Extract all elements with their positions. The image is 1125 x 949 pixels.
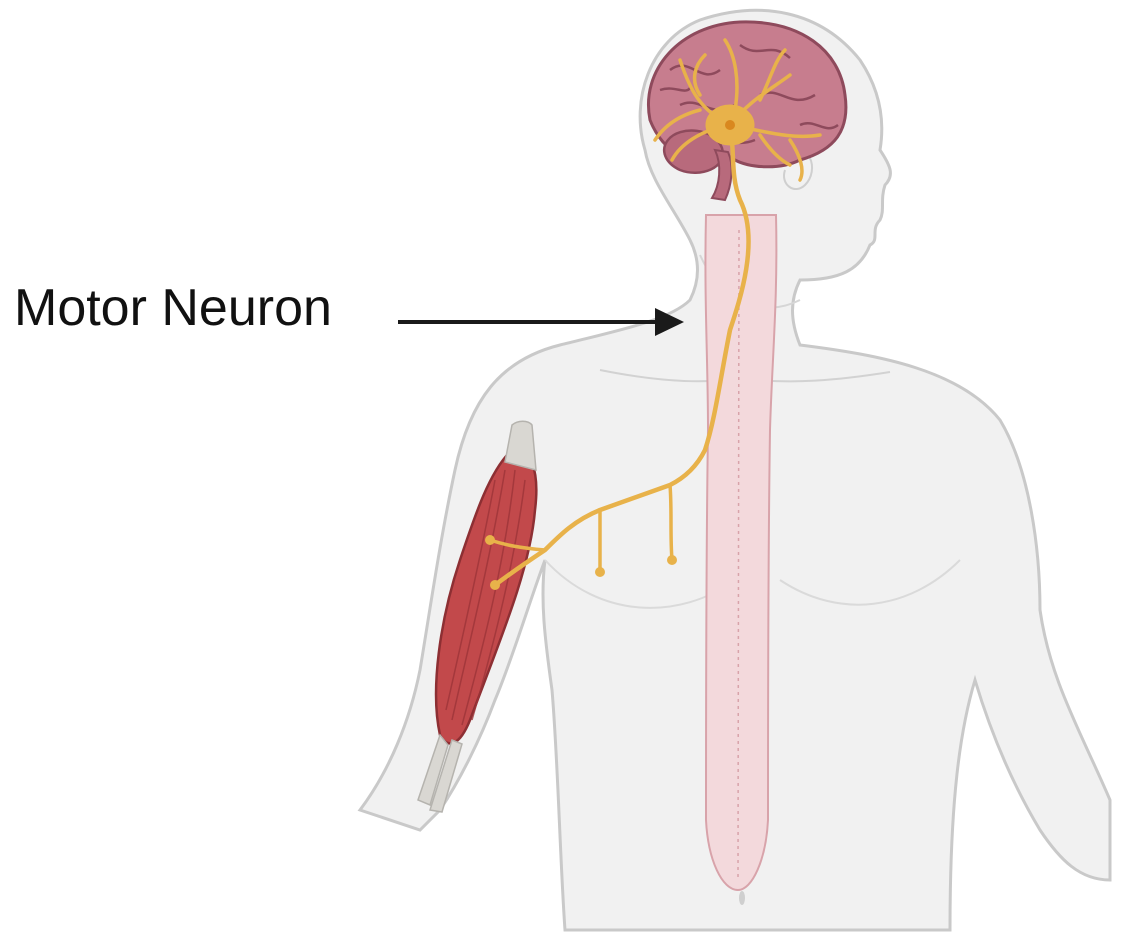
spinal-cord — [705, 215, 776, 890]
navel — [739, 891, 745, 905]
motor-neuron-label: Motor Neuron — [14, 282, 332, 334]
neuron-nucleus — [725, 120, 735, 130]
